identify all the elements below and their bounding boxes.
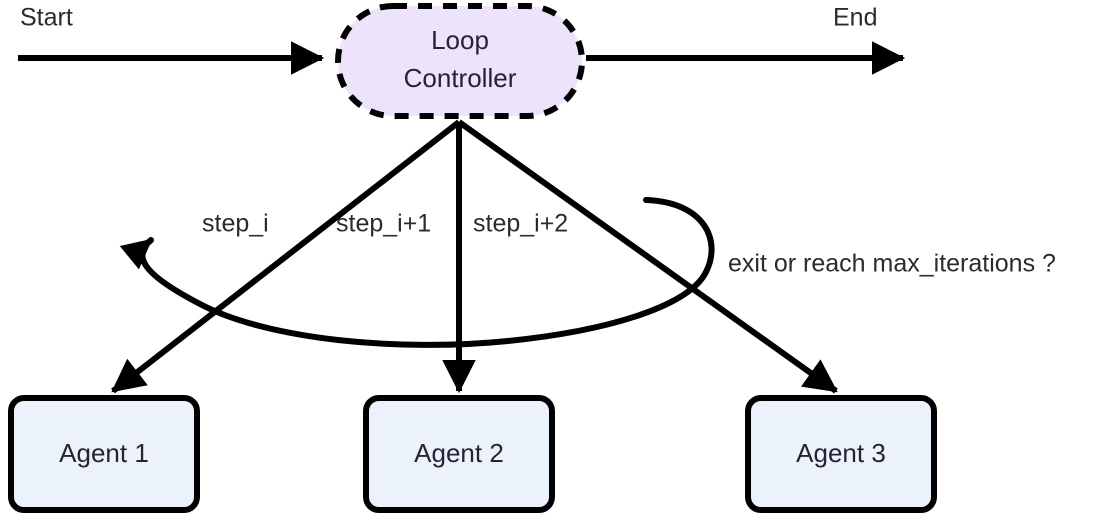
loop-controller-shape (335, 3, 585, 119)
agent-3-node[interactable]: Agent 3 (745, 395, 937, 513)
loop-controller-node[interactable]: Loop Controller (335, 3, 585, 119)
feedback-loop-curve (119, 197, 715, 348)
end-label: End (833, 4, 877, 32)
edge-label-step-i-plus-1: step_i+1 (336, 210, 431, 238)
agent-2-label: Agent 2 (414, 438, 504, 468)
agent-2-shape (363, 395, 555, 513)
start-label: Start (20, 4, 73, 32)
agent-1-node[interactable]: Agent 1 (8, 395, 200, 513)
loop-controller-label-line2: Controller (404, 63, 517, 93)
controller-to-agent-3-arrow (457, 119, 838, 394)
edge-label-step-i: step_i (202, 210, 269, 238)
feedback-loop-label: exit or reach max_iterations ? (728, 250, 1056, 278)
agent-1-shape (8, 395, 200, 513)
agent-1-label: Agent 1 (59, 438, 149, 468)
agent-2-node[interactable]: Agent 2 (363, 395, 555, 513)
edge-label-step-i-plus-2: step_i+2 (473, 210, 568, 238)
agent-3-shape (745, 395, 937, 513)
agent-3-label: Agent 3 (796, 438, 886, 468)
controller-to-agent-1-arrow (111, 119, 461, 394)
loop-controller-label-line1: Loop (431, 25, 489, 55)
